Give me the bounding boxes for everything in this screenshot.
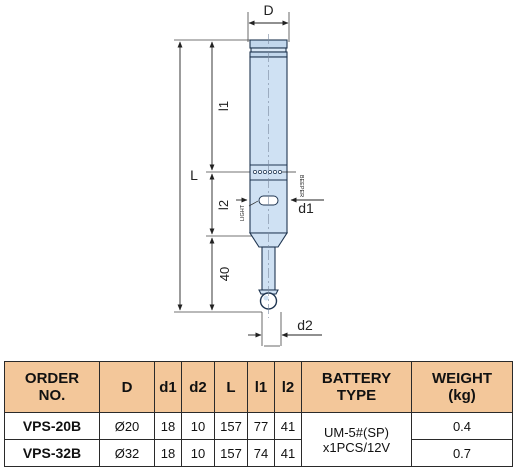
label-d2: d2 (297, 317, 313, 333)
header-d2: d2 (181, 361, 215, 413)
table-row: VPS-32B Ø32 18 10 157 74 41 0.7 (4, 439, 513, 467)
technical-drawing: D L l1 l2 40 d1 d2 BEEPER LIGHT (174, 2, 324, 347)
label-beeper: BEEPER (298, 175, 304, 197)
cell-weight: 0.4 (411, 412, 513, 440)
cell-order-no: VPS-32B (4, 439, 100, 467)
extension-lines (174, 12, 290, 347)
cell-order-no: VPS-20B (4, 412, 100, 440)
header-l1: l1 (247, 361, 275, 413)
cell-battery-type: UM-5#(SP) x1PCS/12V (301, 412, 412, 467)
label-l2: l2 (216, 200, 231, 210)
header-l2: l2 (274, 361, 302, 413)
cell-l1: 77 (247, 412, 275, 440)
label-light: LIGHT (240, 204, 246, 221)
table-row: VPS-20B Ø20 18 10 157 77 41 UM-5#(SP) x1… (4, 412, 513, 467)
cell-d2: 10 (181, 412, 215, 440)
cell-l: 157 (214, 412, 248, 440)
header-order-no: ORDER NO. (4, 361, 100, 413)
cell-d: Ø20 (99, 412, 155, 440)
light-leader (248, 200, 259, 207)
cell-d1: 18 (154, 439, 182, 467)
stylus-ball-highlight (263, 295, 269, 301)
cell-l1: 74 (247, 439, 275, 467)
cell-weight: 0.7 (411, 439, 513, 467)
header-weight: WEIGHT (kg) (411, 361, 513, 413)
label-d: D (263, 2, 273, 18)
label-l1: l1 (216, 101, 231, 111)
cell-l: 157 (214, 439, 248, 467)
label-d1: d1 (298, 200, 314, 216)
header-l: L (214, 361, 248, 413)
header-battery-type: BATTERY TYPE (301, 361, 412, 413)
header-d: D (99, 361, 155, 413)
cell-l2: 41 (274, 412, 302, 440)
label-40: 40 (217, 267, 232, 281)
cell-l2: 41 (274, 439, 302, 467)
label-l: L (190, 167, 198, 183)
spec-table: ORDER NO. D d1 d2 L l1 l2 BATTERY TYPE W… (4, 361, 513, 467)
cell-d2: 10 (181, 439, 215, 467)
header-d1: d1 (154, 361, 182, 413)
cell-d1: 18 (154, 412, 182, 440)
cell-d: Ø32 (99, 439, 155, 467)
table-header-row: ORDER NO. D d1 d2 L l1 l2 BATTERY TYPE W… (4, 361, 513, 413)
beeper-holes (253, 170, 282, 174)
